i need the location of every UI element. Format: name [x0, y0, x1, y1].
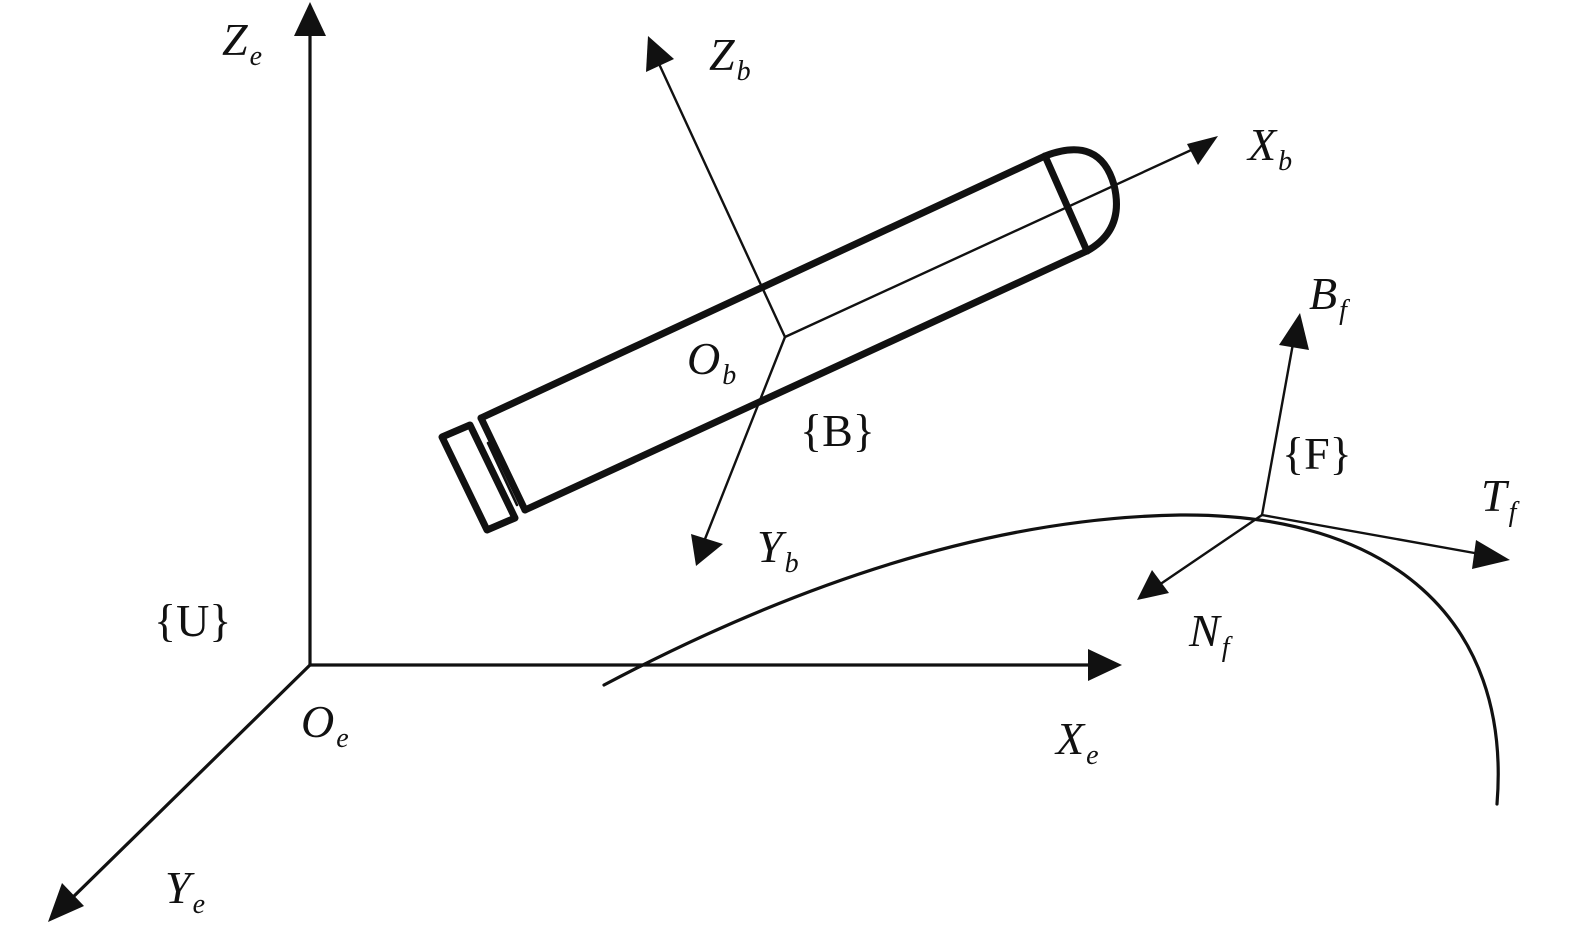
path-t-axis-label: Tf — [1481, 470, 1520, 528]
path-n-axis-label: Nf — [1188, 605, 1233, 663]
body-z-axis-label: Zb — [709, 29, 751, 87]
vehicle-centerline — [783, 144, 1202, 339]
vehicle-tail-fin-block — [438, 421, 519, 534]
body-origin-label: Ob — [687, 333, 736, 391]
path-b-axis-line — [1260, 336, 1296, 517]
reference-path-curve — [602, 513, 1500, 806]
earth-frame-label: {U} — [154, 595, 231, 646]
vehicle-nose-cap — [1041, 146, 1120, 255]
vehicle-bottom-hull-edge — [521, 247, 1091, 514]
path-b-axis-label: Bf — [1309, 268, 1350, 326]
earth-z-axis-arrowhead — [294, 2, 326, 36]
path-n-axis-arrowhead — [1137, 570, 1169, 600]
path-frame-label: {F} — [1282, 428, 1352, 479]
earth-y-axis-line — [66, 663, 312, 904]
body-frame-label: {B} — [800, 405, 875, 456]
body-x-axis-label: Xb — [1246, 119, 1292, 177]
path-b-axis-arrowhead — [1279, 313, 1309, 350]
earth-y-axis-label: Ye — [165, 862, 205, 920]
body-y-axis-label: Yb — [757, 521, 799, 579]
earth-frame-u: {U} Ze Oe Xe Ye — [48, 2, 1122, 922]
body-frame-b: {B} Ob Zb Xb Yb — [646, 29, 1292, 579]
earth-z-axis-label: Ze — [222, 14, 262, 72]
path-curve-group — [602, 513, 1500, 806]
earth-x-axis-label: Xe — [1054, 713, 1099, 771]
body-z-axis-line — [658, 64, 787, 339]
earth-x-axis-arrowhead — [1088, 649, 1122, 681]
body-y-axis-arrowhead — [691, 534, 723, 566]
body-x-axis-arrowhead — [1187, 136, 1218, 165]
vehicle-tail-fin-inner-line — [486, 441, 519, 507]
earth-origin-label: Oe — [301, 696, 349, 754]
path-n-axis-line — [1157, 513, 1264, 587]
path-t-axis-arrowhead — [1472, 540, 1510, 569]
vehicle-nose-joint — [1041, 152, 1091, 255]
path-frame-f: {F} Bf Tf Nf — [1137, 268, 1520, 663]
earth-y-axis-arrowhead — [48, 883, 84, 922]
vehicle-tail-end — [477, 414, 529, 514]
body-y-axis-line — [703, 335, 787, 541]
vehicle-body — [438, 144, 1202, 534]
path-t-axis-line — [1260, 513, 1482, 556]
body-z-axis-arrowhead — [646, 36, 674, 72]
